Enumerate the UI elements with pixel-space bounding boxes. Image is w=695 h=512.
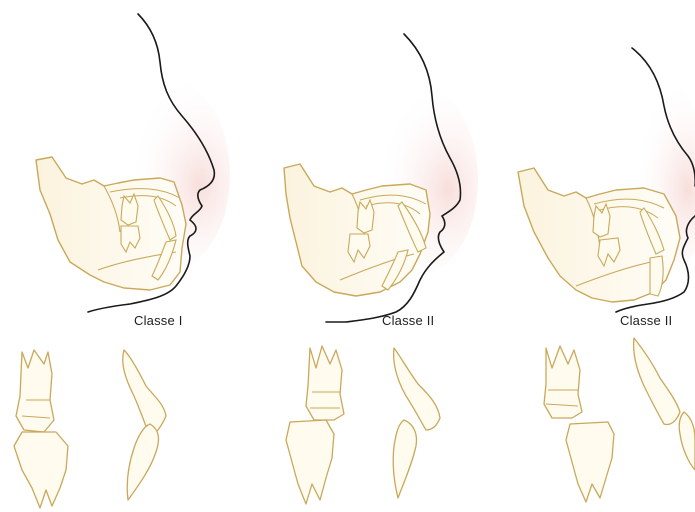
lower-molar: [286, 420, 334, 504]
upper-incisor: [634, 338, 680, 425]
lower-molar: [566, 422, 614, 502]
class-2-molars: [286, 346, 344, 504]
class-3-molars: [544, 346, 614, 502]
lower-incisor: [679, 412, 695, 470]
upper-molar: [16, 350, 54, 432]
upper-molar: [306, 346, 344, 420]
panel-class-3: [518, 48, 695, 502]
upper-incisor: [123, 350, 166, 438]
lower-incisor: [393, 420, 416, 498]
class-1-incisors: [123, 350, 166, 500]
panel-2-label: Classe II: [382, 313, 434, 328]
panel-3-label: Classe II: [620, 313, 672, 328]
class-2-incisors: [393, 348, 440, 498]
lower-incisor: [127, 424, 158, 500]
panel-class-1: [14, 14, 230, 508]
upper-molar: [544, 346, 582, 418]
class-1-molars: [14, 350, 68, 508]
upper-incisor: [394, 348, 440, 430]
panel-1-label: Classe I: [134, 313, 183, 328]
skull-lower-incisor: [650, 256, 663, 296]
lower-molar: [14, 432, 68, 508]
class-3-incisors: [634, 338, 695, 470]
panel-class-2: [284, 34, 478, 504]
